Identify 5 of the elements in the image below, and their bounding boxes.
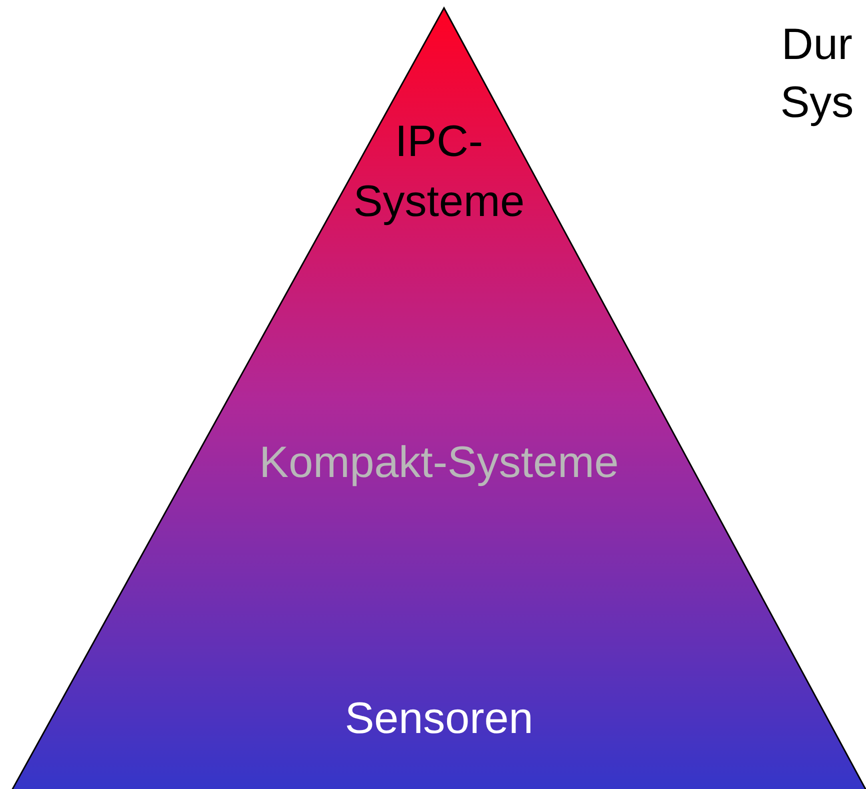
tier-label: IPC- Systeme <box>352 116 526 228</box>
pyramid <box>10 6 866 789</box>
tier-label: Kompakt-Systeme <box>258 437 620 489</box>
side-label: Dur Sys <box>779 19 855 129</box>
tier-label: Sensoren <box>344 693 534 745</box>
